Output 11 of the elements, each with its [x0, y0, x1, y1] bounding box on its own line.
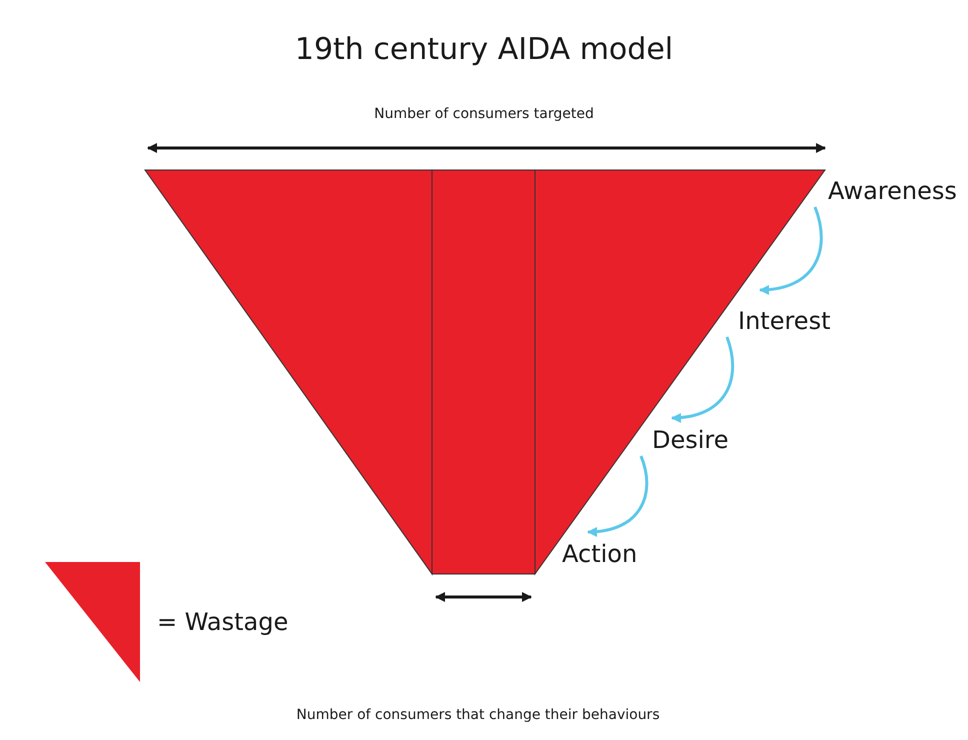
stage-label: Interest	[738, 308, 830, 336]
title: 19th century AIDA model	[294, 33, 674, 68]
axis-caption: Number of consumers targeted	[374, 106, 594, 122]
curved-arrow	[587, 456, 648, 536]
curved-arrow	[671, 336, 734, 422]
stage-label: Action	[562, 541, 638, 569]
axis-caption: Number of consumers that change their behaviours	[296, 707, 660, 724]
curved-arrow	[759, 206, 823, 294]
stage-label: Desire	[652, 427, 729, 455]
legend-label: = Wastage	[157, 609, 288, 637]
stage-label: Awareness	[828, 178, 957, 206]
